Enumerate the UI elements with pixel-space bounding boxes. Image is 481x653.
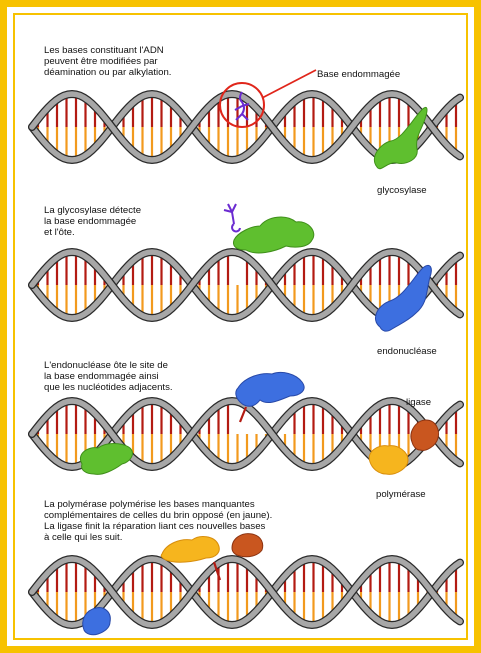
damaged-base-label: Base endommagée bbox=[317, 69, 400, 80]
endonuclease-enzyme bbox=[375, 265, 431, 331]
dna-repair-diagram bbox=[15, 15, 468, 640]
panel-1-caption: Les bases constituant l'ADN peuvent être… bbox=[44, 45, 171, 78]
panel-4-caption: La polymérase polymérise les bases manqu… bbox=[44, 499, 272, 543]
polymerase-label: polymérase bbox=[376, 489, 426, 500]
endonuclease-enzyme-released bbox=[83, 608, 111, 635]
panel-2-caption: La glycosylase détecte la base endommagé… bbox=[44, 205, 141, 238]
ligase-enzyme bbox=[411, 420, 439, 450]
endonuclease-label: endonucléase bbox=[377, 346, 437, 357]
glycosylase-label: glycosylase bbox=[377, 185, 427, 196]
ligase-label: ligase bbox=[406, 397, 431, 408]
glycosylase-enzyme-bound bbox=[234, 217, 314, 253]
panel-3-caption: L'endonucléase ôte le site de la base en… bbox=[44, 360, 173, 393]
cleaved-strand-end bbox=[240, 407, 246, 422]
polymerase-enzyme bbox=[369, 446, 408, 475]
glycosylase-enzyme-released bbox=[80, 444, 132, 475]
diagram-canvas: Les bases constituant l'ADN peuvent être… bbox=[13, 13, 468, 640]
excised-base-icon bbox=[224, 204, 240, 231]
endonuclease-enzyme-bound bbox=[236, 372, 304, 406]
